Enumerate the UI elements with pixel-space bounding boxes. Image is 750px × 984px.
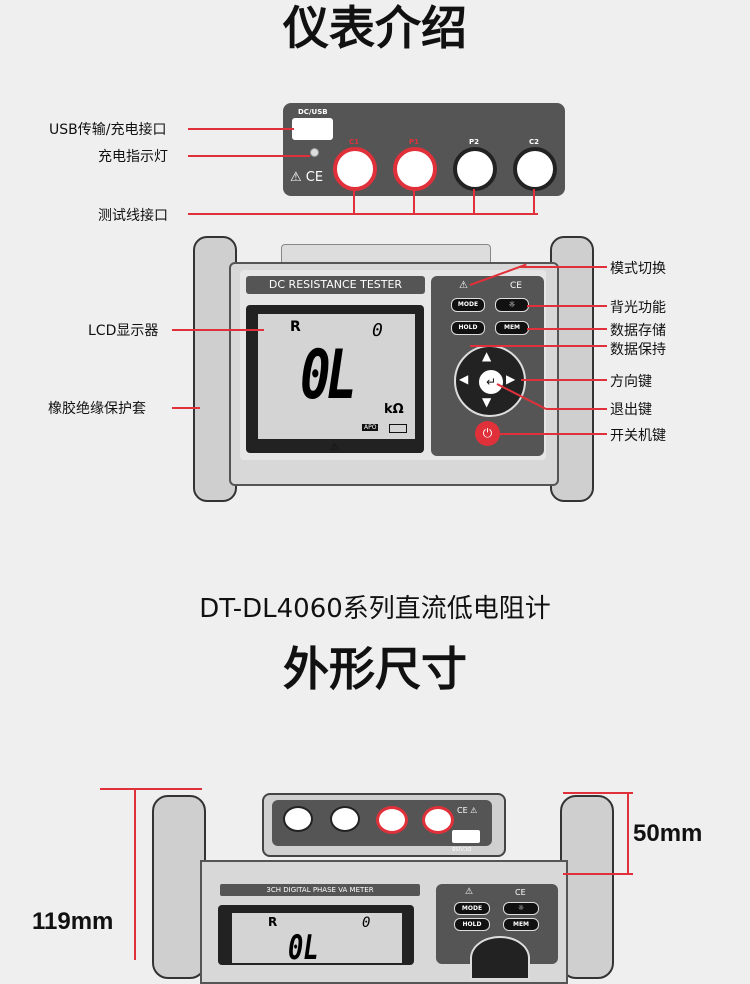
lcd-num: 0 — [372, 320, 383, 341]
port-c2 — [283, 806, 313, 832]
label-lcd: LCD显示器 — [88, 323, 159, 339]
tick-p1 — [413, 189, 415, 214]
keypad-2-ce-icon: CE — [515, 888, 526, 897]
dim-depth-bottom — [563, 873, 633, 875]
lcd-main-2: 0L — [288, 928, 319, 968]
hold-button[interactable]: HOLD — [451, 321, 485, 335]
keypad-2-warning-icon: ⚠ — [465, 887, 474, 897]
line-exit — [546, 408, 607, 410]
keypad-warning-icon: ⚠ — [459, 280, 468, 291]
line-store — [527, 328, 607, 330]
label-exit: 退出键 — [610, 402, 652, 418]
lcd-num-2: 0 — [362, 915, 371, 931]
label-arrows: 方向键 — [610, 374, 652, 390]
arrow-left-icon[interactable]: ◀ — [459, 372, 469, 386]
label-store: 数据存储 — [610, 323, 666, 339]
p1-label: P1 — [409, 138, 420, 146]
usb-port-2 — [452, 830, 480, 843]
label-power: 开关机键 — [610, 428, 666, 444]
backlight-button-2[interactable]: ☼ — [503, 902, 539, 915]
mode-button[interactable]: MODE — [451, 298, 485, 312]
lcd-screen — [258, 314, 415, 439]
rubber-left-2 — [152, 795, 206, 979]
arrow-right-icon[interactable]: ▶ — [506, 372, 516, 386]
keypad-ce-icon: CE — [510, 281, 522, 291]
line-usb — [188, 128, 294, 130]
usb-port-2-label: DC/USB — [452, 845, 472, 851]
dim-height-vertical — [134, 788, 136, 960]
rubber-right-2 — [560, 795, 614, 979]
hold-button-2[interactable]: HOLD — [454, 918, 490, 931]
line-mode-h — [520, 266, 607, 268]
port-p2 — [330, 806, 360, 832]
label-rubber: 橡胶绝缘保护套 — [48, 401, 146, 417]
c2-port — [513, 147, 557, 191]
dim-depth-top — [563, 792, 633, 794]
mem-button-2[interactable]: MEM — [503, 918, 539, 931]
backlight-button[interactable]: ☼ — [495, 298, 529, 312]
lcd-r-2: R — [268, 915, 278, 929]
port-c1 — [422, 806, 454, 834]
dim-depth-label: 50mm — [633, 820, 703, 847]
heading-top: 仪表介绍 — [283, 1, 467, 55]
line-power — [500, 433, 607, 435]
tick-c2 — [533, 189, 535, 214]
label-backlight: 背光功能 — [610, 300, 666, 316]
device-banner-2: 3CH DIGITAL PHASE VA METER — [220, 884, 420, 896]
enter-button[interactable]: ↵ — [477, 368, 505, 396]
usb-port — [292, 118, 333, 140]
p2-label: P2 — [469, 138, 480, 146]
c1-port — [333, 147, 377, 191]
lcd-warning-icon: ⚠ — [330, 442, 339, 453]
line-test-port — [188, 213, 538, 215]
dim-height-top — [100, 788, 202, 790]
p2-port — [453, 147, 497, 191]
tick-c1 — [353, 189, 355, 214]
top-panel-2-icons: CE ⚠ — [457, 806, 478, 815]
mode-button-2[interactable]: MODE — [454, 902, 490, 915]
direction-pad-2[interactable] — [470, 936, 530, 980]
line-arrows — [521, 379, 607, 381]
line-hold — [470, 345, 607, 347]
mem-button[interactable]: MEM — [495, 321, 529, 335]
lcd-apo: APO — [362, 424, 379, 431]
port-p1 — [376, 806, 408, 834]
label-usb: USB传输/充电接口 — [49, 122, 167, 138]
dim-depth-vertical — [627, 792, 629, 875]
label-mode: 模式切换 — [610, 261, 666, 277]
power-button[interactable]: ⏻ — [475, 421, 500, 446]
dim-height-label: 119mm — [32, 908, 114, 935]
label-test-port: 测试线接口 — [98, 208, 168, 224]
c2-label: C2 — [529, 138, 540, 146]
label-charge-led: 充电指示灯 — [98, 149, 168, 165]
lcd-screen-2 — [232, 913, 402, 963]
line-backlight — [527, 305, 607, 307]
lcd-unit: kΩ — [384, 402, 404, 417]
device-banner: DC RESISTANCE TESTER — [246, 276, 425, 294]
series-title: DT-DL4060系列直流低电阻计 — [199, 594, 551, 624]
line-rubber — [172, 407, 200, 409]
c1-label: C1 — [349, 138, 360, 146]
lcd-main: 0L — [300, 336, 357, 415]
lcd-r: R — [290, 319, 301, 335]
arrow-up-icon[interactable]: ▲ — [482, 349, 492, 363]
line-charge-led — [188, 155, 310, 157]
charge-led-icon — [310, 148, 319, 157]
label-hold: 数据保持 — [610, 342, 666, 358]
arrow-down-icon[interactable]: ▼ — [482, 395, 492, 409]
tick-p2 — [473, 189, 475, 214]
battery-icon — [389, 424, 407, 433]
p1-port — [393, 147, 437, 191]
heading-bottom: 外形尺寸 — [283, 642, 467, 696]
line-lcd — [172, 329, 264, 331]
warning-ce-icon: ⚠ CE — [290, 170, 324, 185]
dcusb-label: DC/USB — [298, 108, 328, 116]
